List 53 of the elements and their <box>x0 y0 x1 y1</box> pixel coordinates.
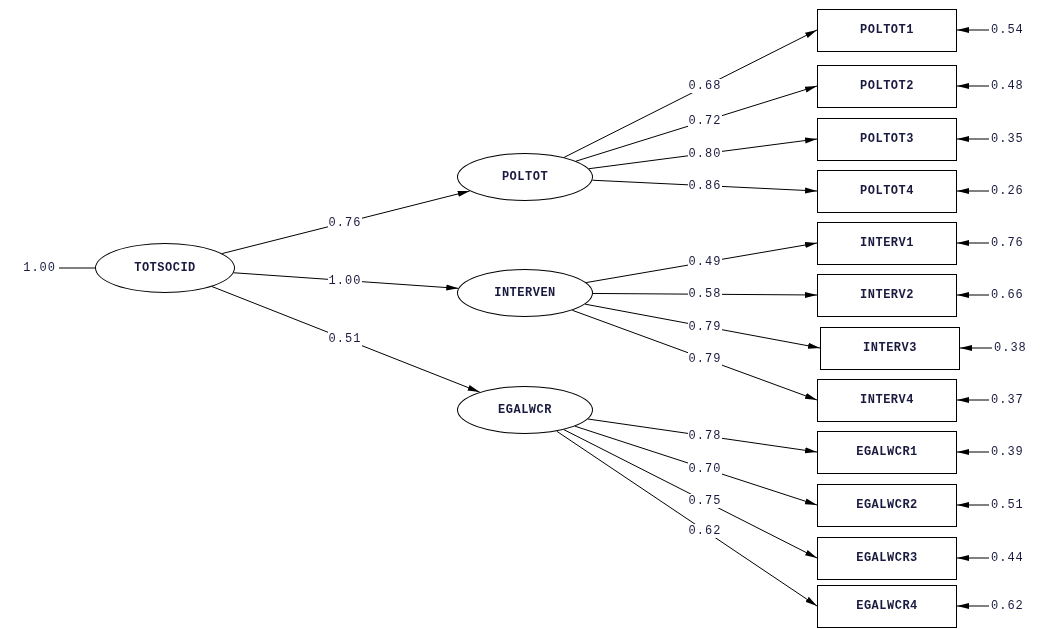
arrow <box>956 292 990 298</box>
edge-label: 0.62 <box>687 523 723 538</box>
variable-name: EGALWCR <box>498 403 552 417</box>
variable-name: EGALWCR3 <box>856 551 918 565</box>
variable-name: POLTOT <box>501 170 549 184</box>
arrow <box>956 188 990 194</box>
variable-name: EGALWCR4 <box>856 599 918 613</box>
variable-name: EGALWCR1 <box>856 445 918 459</box>
arrow <box>956 240 990 246</box>
observed-variable-box <box>817 430 957 474</box>
variable-name: INTERV4 <box>860 393 914 407</box>
arrow <box>956 449 990 455</box>
variable-name: INTERV3 <box>863 341 917 355</box>
observed-variable-box <box>817 64 957 108</box>
arrow <box>563 429 818 559</box>
observed-variable-box <box>817 117 957 161</box>
observed-variable-box <box>817 221 957 265</box>
arrow <box>563 29 818 158</box>
variable-name: POLTOT2 <box>860 79 914 93</box>
arrow <box>956 603 990 609</box>
observed-variable-box <box>817 273 957 317</box>
variable-name: INTERV2 <box>860 288 914 302</box>
variable-name: POLTOT3 <box>860 132 914 146</box>
edge-label: 0.51 <box>327 332 363 346</box>
observed-variable-box <box>817 169 957 213</box>
variable-name: INTERV1 <box>860 236 914 250</box>
observed-variable-box <box>817 584 957 628</box>
arrow <box>959 345 993 351</box>
variable-name: POLTOT4 <box>860 184 914 198</box>
observed-variable-box <box>817 8 957 52</box>
edge-label: 0.79 <box>687 351 723 366</box>
variable-name: TOTSOCID <box>134 261 196 275</box>
observed-variable-box <box>817 483 957 527</box>
variable-name: EGALWCR2 <box>856 498 918 512</box>
variable-name: INTERVEN <box>494 286 556 300</box>
edge-label: 0.76 <box>327 215 363 230</box>
edge-label: 0.75 <box>687 494 723 509</box>
edge-label: 0.68 <box>687 79 723 94</box>
observed-variable-box <box>817 378 957 422</box>
arrow <box>956 27 990 33</box>
arrow <box>556 430 818 607</box>
edge-label: 0.72 <box>687 113 723 128</box>
arrow <box>956 555 990 561</box>
arrow <box>956 502 990 508</box>
arrow <box>956 397 990 403</box>
arrow <box>956 136 990 142</box>
arrow <box>956 83 990 89</box>
observed-variable-box <box>817 536 957 580</box>
connector-line <box>58 267 96 269</box>
edge-label: 0.70 <box>687 461 723 476</box>
edge-label: 0.79 <box>687 319 723 334</box>
variable-name: POLTOT1 <box>860 23 914 37</box>
observed-variable-box <box>820 326 960 370</box>
